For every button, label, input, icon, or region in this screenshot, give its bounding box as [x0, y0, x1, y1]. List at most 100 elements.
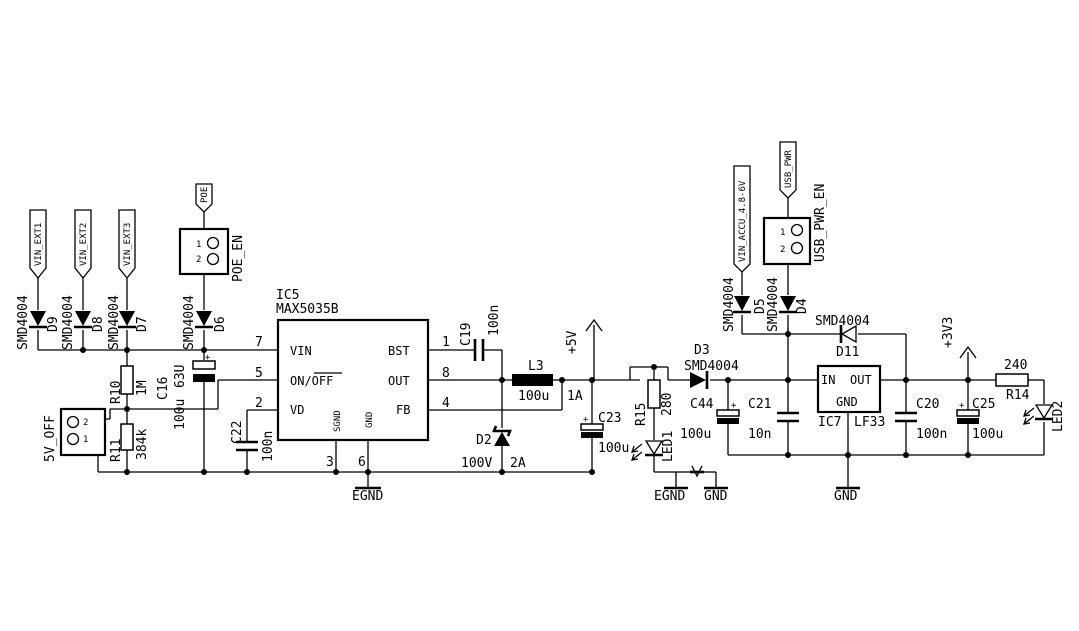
svg-text:FB: FB	[396, 403, 410, 417]
diode-d3: D3 SMD4004	[684, 343, 739, 389]
led-led2: LED2	[1023, 401, 1066, 432]
diode-d11: SMD4004 D11	[815, 314, 870, 360]
capacitor-c19: C19 100n	[459, 305, 502, 361]
svg-text:10n: 10n	[748, 427, 771, 442]
connector-poe-en: 1 2 POE_EN	[178, 227, 246, 282]
svg-text:2: 2	[780, 245, 785, 255]
svg-text:GND: GND	[836, 395, 858, 409]
svg-text:1A: 1A	[567, 389, 583, 404]
resistor-r11: R11 384k	[109, 423, 150, 462]
svg-text:D8: D8	[91, 316, 106, 332]
svg-text:D3: D3	[694, 343, 710, 358]
svg-text:+: +	[731, 401, 737, 411]
svg-text:D2: D2	[476, 433, 492, 448]
svg-text:C20: C20	[916, 397, 939, 412]
svg-text:R11: R11	[109, 439, 124, 462]
capacitor-c21: C21 10n	[748, 397, 799, 442]
svg-text:100n: 100n	[261, 431, 276, 462]
svg-text:5V_OFF: 5V_OFF	[43, 415, 58, 462]
svg-text:OUT: OUT	[850, 373, 872, 387]
svg-text:2: 2	[83, 418, 88, 428]
junctions	[80, 331, 971, 475]
resistor-r15: R15 280	[634, 379, 675, 426]
svg-text:1: 1	[196, 240, 201, 250]
svg-text:R10: R10	[109, 381, 124, 404]
diode-d4: SMD4004 D4	[766, 277, 810, 332]
capacitor-c20: C20 100n	[895, 397, 947, 442]
svg-text:GND: GND	[365, 412, 375, 428]
svg-text:EGND: EGND	[654, 489, 685, 504]
svg-text:100u: 100u	[173, 399, 188, 430]
svg-text:SMD4004: SMD4004	[107, 295, 122, 350]
svg-text:R15: R15	[634, 403, 649, 426]
svg-text:SMD4004: SMD4004	[684, 359, 739, 374]
ground-gnd-tie: GND	[704, 486, 728, 504]
svg-text:POE: POE	[200, 187, 210, 203]
ic5-max5035b: IC5 MAX5035B VIN ON/OFF VD BST OUT FB SG…	[255, 288, 450, 470]
svg-text:IC7: IC7	[818, 415, 841, 430]
svg-text:VIN_EXT1: VIN_EXT1	[34, 223, 44, 266]
svg-text:280: 280	[660, 393, 675, 416]
svg-text:100n: 100n	[916, 427, 947, 442]
svg-text:GND: GND	[704, 489, 728, 504]
svg-text:OUT: OUT	[388, 374, 410, 388]
svg-text:D4: D4	[795, 298, 810, 314]
svg-text:+: +	[583, 415, 589, 425]
svg-text:100u: 100u	[680, 427, 711, 442]
svg-text:3: 3	[326, 455, 334, 470]
svg-text:100u: 100u	[518, 389, 549, 404]
svg-text:LED1: LED1	[661, 431, 676, 462]
capacitor-c16: + C16 63U 100u	[156, 353, 216, 430]
svg-text:C25: C25	[972, 397, 995, 412]
svg-text:C19: C19	[459, 323, 474, 346]
svg-text:5: 5	[255, 366, 263, 381]
svg-text:USB_PWR: USB_PWR	[784, 149, 794, 188]
svg-text:C22: C22	[230, 421, 245, 444]
svg-text:VIN_EXT2: VIN_EXT2	[79, 223, 89, 266]
svg-text:MAX5035B: MAX5035B	[276, 302, 339, 317]
svg-text:VIN_EXT3: VIN_EXT3	[123, 223, 133, 266]
capacitor-c44: + C44 100u	[680, 397, 740, 442]
svg-text:1: 1	[780, 228, 785, 238]
svg-text:100u: 100u	[598, 441, 629, 456]
connector-usb-pwr-en: 1 2 USB_PWR_EN	[762, 184, 828, 266]
net-label-vin-accu: VIN_ACCU_4.8-6V	[733, 165, 751, 273]
diode-d9: SMD4004 D9	[16, 295, 61, 350]
svg-text:IC5: IC5	[276, 288, 299, 303]
svg-text:240: 240	[1004, 358, 1027, 373]
supply-5v: +5V	[565, 318, 603, 354]
svg-text:L3: L3	[528, 359, 544, 374]
svg-text:100V: 100V	[461, 456, 492, 471]
net-label-poe: POE	[195, 183, 213, 213]
diode-d8: SMD4004 D8	[61, 295, 106, 350]
svg-text:+: +	[959, 401, 965, 411]
svg-text:EGND: EGND	[352, 489, 383, 504]
svg-text:ON/OFF: ON/OFF	[290, 374, 333, 388]
svg-text:C44: C44	[690, 397, 714, 412]
supply-3v3: +3V3	[941, 317, 977, 359]
svg-text:D5: D5	[753, 298, 768, 314]
svg-text:+5V: +5V	[565, 330, 580, 354]
svg-text:2: 2	[196, 255, 201, 265]
diode-d6: SMD4004 D6	[182, 295, 228, 350]
svg-text:D6: D6	[213, 316, 228, 332]
svg-text:2: 2	[255, 396, 263, 411]
ground-tie-symbol	[690, 465, 704, 478]
svg-text:C21: C21	[748, 397, 771, 412]
net-label-vin-ext2: VIN_EXT2	[74, 209, 92, 280]
svg-text:LED2: LED2	[1051, 401, 1066, 432]
svg-text:D7: D7	[135, 316, 150, 332]
svg-text:C16: C16	[156, 377, 171, 400]
svg-text:BST: BST	[388, 344, 410, 358]
svg-text:SGND: SGND	[333, 410, 343, 432]
svg-text:IN: IN	[821, 373, 835, 387]
svg-text:R14: R14	[1006, 388, 1030, 403]
ground-egnd-tie: EGND	[654, 486, 688, 504]
diode-d5: SMD4004 D5	[722, 277, 768, 332]
led-led1: LED1	[631, 431, 676, 462]
svg-text:VIN: VIN	[290, 344, 312, 358]
capacitor-c25: + C25 100u	[956, 397, 1003, 442]
svg-text:384k: 384k	[135, 429, 150, 460]
svg-text:D11: D11	[836, 345, 859, 360]
